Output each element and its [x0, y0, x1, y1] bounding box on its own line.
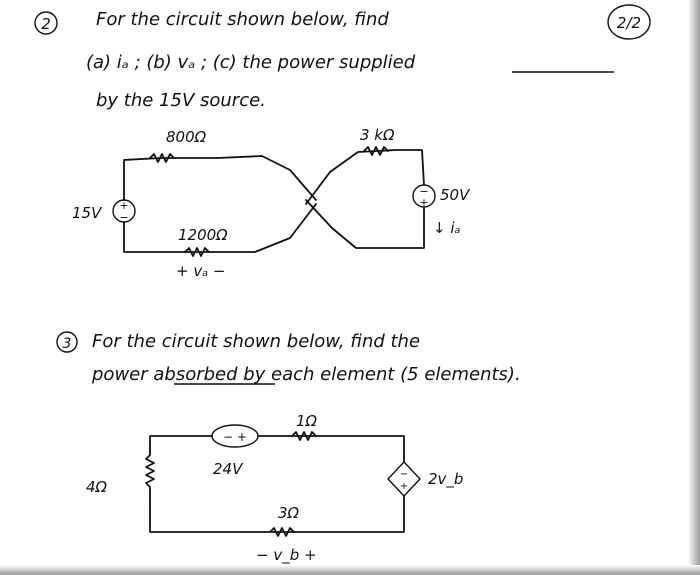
problem-2-number: 2: [41, 15, 51, 33]
source-15v-icon: [112, 199, 136, 223]
page-mark-circle: [607, 4, 651, 40]
problem-3-number: 3: [63, 336, 72, 352]
problem-2-line-1: For the circuit shown below, find: [96, 9, 389, 30]
dependent-source-plus: +: [400, 481, 408, 492]
resistor-4-label: 4Ω: [86, 478, 108, 496]
problem-3-line-2: power absorbed by each element (5 elemen…: [91, 364, 521, 385]
problem-3-line-1: For the circuit shown below, find the: [92, 331, 420, 352]
resistor-3-label: 3Ω: [278, 504, 300, 522]
source-24v-icon: [211, 424, 259, 448]
dependent-source-label: 2v_b: [428, 470, 463, 489]
page-edge-shadow-right: [688, 0, 700, 575]
source-50v-icon: [412, 184, 436, 208]
page-mark: 2/2: [617, 14, 641, 32]
voltage-va-label: + vₐ −: [176, 262, 225, 280]
source-50v-minus: −: [419, 185, 428, 198]
circuit-2-wiring: [123, 146, 425, 257]
resistor-1200-label: 1200Ω: [178, 226, 228, 244]
dependent-source-icon: [387, 460, 421, 498]
problem-2-number-circle: [34, 11, 58, 35]
page-edge-shadow-bottom: [0, 565, 700, 575]
resistor-3k-label: 3 kΩ: [360, 126, 395, 144]
problem-2-line-3: by the 15V source.: [96, 90, 266, 111]
resistor-800-label: 800Ω: [166, 128, 207, 146]
source-50v-label: 50V: [440, 186, 471, 204]
problem-3-number-circle: [56, 331, 78, 353]
source-15v-plus: +: [119, 199, 128, 212]
source-15v-minus: −: [119, 211, 128, 224]
source-24v-polarity: − +: [223, 430, 247, 444]
voltage-vb-label: − v_b +: [256, 546, 317, 565]
current-ia-label: ↓ iₐ: [433, 219, 461, 237]
source-15v-label: 15V: [72, 204, 103, 222]
resistor-1-label: 1Ω: [296, 412, 318, 430]
problem-2-line-2: (a) iₐ ; (b) vₐ ; (c) the power supplied: [86, 52, 416, 73]
source-24v-label: 24V: [213, 460, 244, 478]
dependent-source-minus: −: [400, 469, 408, 480]
circuit-3-wiring: [145, 431, 405, 537]
source-50v-plus: +: [419, 196, 428, 209]
